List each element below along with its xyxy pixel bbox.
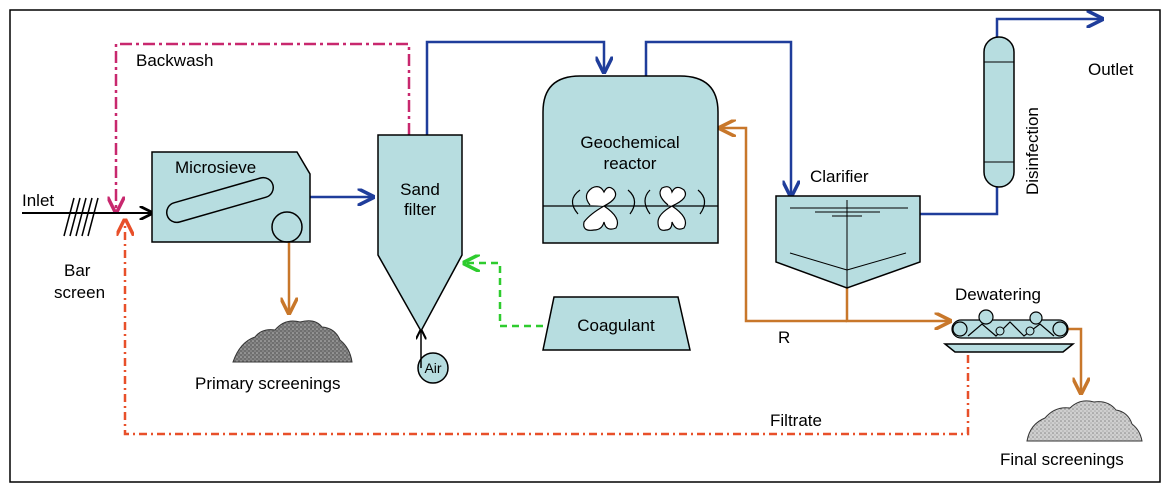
outlet-label: Outlet	[1088, 60, 1134, 79]
microsieve-label: Microsieve	[175, 158, 256, 177]
bar-screen-label-line1: Bar	[64, 261, 91, 280]
coagulant-label: Coagulant	[577, 316, 655, 335]
backwash-flow-line	[116, 42, 411, 212]
mixer-right-icon	[644, 186, 706, 231]
filtrate-label: Filtrate	[770, 411, 822, 430]
coagulant-dosing-line	[464, 263, 543, 328]
bar-screen-label-line2: screen	[54, 283, 105, 302]
backwash-label: Backwash	[136, 51, 213, 70]
diagram-frame	[9, 9, 1161, 483]
sand-filter-unit	[377, 134, 463, 333]
clarifier-unit	[775, 195, 921, 289]
recycle-label: R	[778, 328, 790, 347]
sand-filter-label-line2: filter	[404, 200, 436, 219]
air-label: Air	[424, 360, 441, 376]
microsieve-unit	[151, 151, 311, 243]
final-screenings-label: Final screenings	[1000, 450, 1124, 469]
geochemical-label-line2: reactor	[604, 154, 657, 173]
disinfection-unit	[983, 36, 1015, 188]
microsieve-wheel	[271, 211, 303, 243]
coagulant-tank	[542, 296, 691, 351]
microsieve-drum	[165, 176, 275, 224]
geochemical-reactor-unit	[542, 75, 719, 244]
dewatering-unit	[942, 309, 1076, 353]
air-blower	[417, 352, 449, 384]
inlet-label: Inlet	[22, 191, 54, 210]
disinfection-label: Disinfection	[1023, 107, 1042, 195]
reactor-to-clarifier-line	[644, 40, 791, 196]
sludge-to-dewatering-line	[845, 288, 950, 321]
primary-screenings-pile	[232, 320, 353, 363]
sandfilter-to-reactor-line	[425, 40, 604, 135]
primary-screenings-label: Primary screenings	[195, 374, 341, 393]
geochemical-label-line1: Geochemical	[580, 133, 679, 152]
bar-screen-icon	[63, 197, 99, 237]
mixer-left-icon	[571, 186, 636, 231]
dewatering-label: Dewatering	[955, 285, 1041, 304]
final-screenings-pile	[1026, 400, 1143, 442]
sand-filter-label-line1: Sand	[400, 180, 440, 199]
dewatering-to-final-line	[1068, 327, 1081, 393]
clarifier-label: Clarifier	[810, 167, 869, 186]
sludge-recycle-line	[720, 128, 847, 323]
filtrate-return-line	[125, 220, 970, 436]
